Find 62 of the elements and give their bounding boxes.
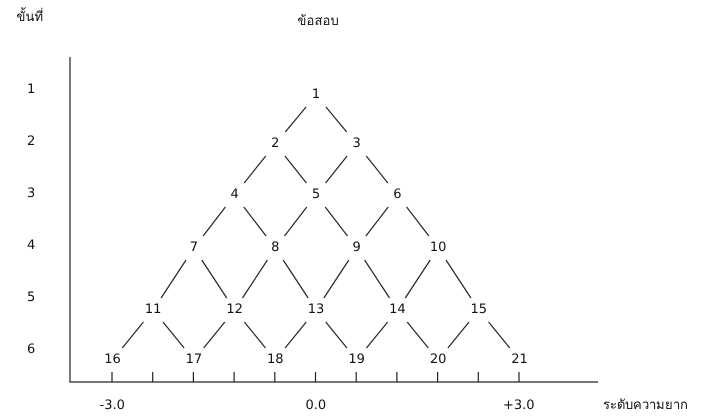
- step-number: 6: [27, 342, 36, 358]
- connector-line: [326, 106, 348, 132]
- connector-line: [284, 156, 307, 184]
- connector-line: [243, 206, 267, 236]
- connector-line: [445, 260, 472, 298]
- connector-line: [162, 322, 185, 348]
- connector-line: [201, 260, 228, 298]
- item-number: 3: [352, 136, 361, 151]
- step-number: 2: [27, 134, 36, 150]
- connector-line: [324, 206, 348, 236]
- connector-line: [366, 322, 388, 348]
- item-number: 14: [389, 302, 406, 317]
- item-number: 2: [271, 136, 280, 151]
- step-number: 5: [27, 290, 36, 306]
- connector-line: [122, 322, 144, 348]
- tick-label: +3.0: [503, 398, 535, 414]
- connector-line: [404, 260, 431, 298]
- item-number: 10: [430, 240, 446, 255]
- step-number: 1: [27, 82, 36, 98]
- item-number: 6: [393, 187, 402, 202]
- connector-line: [244, 156, 266, 184]
- connector-line: [242, 260, 268, 298]
- connector-line: [284, 322, 307, 348]
- connector-line: [325, 322, 348, 348]
- tick-label: 0.0: [306, 398, 326, 414]
- item-number: 5: [312, 187, 320, 202]
- connector-line: [406, 206, 430, 236]
- connector-line: [365, 206, 389, 236]
- item-number: 16: [104, 352, 121, 367]
- item-number: 13: [308, 302, 324, 317]
- item-number: 11: [144, 302, 162, 317]
- connector-line: [447, 322, 470, 348]
- connector-line: [366, 156, 388, 184]
- item-number: 8: [271, 240, 280, 255]
- connector-line: [203, 322, 226, 348]
- connector-line: [202, 206, 226, 236]
- item-number: 12: [226, 302, 243, 317]
- connector-line: [488, 322, 510, 348]
- item-number: 7: [190, 240, 198, 255]
- connector-line: [284, 206, 308, 236]
- item-number: 20: [430, 352, 446, 367]
- connector-line: [160, 260, 187, 298]
- connector-line: [364, 260, 390, 298]
- item-number: 4: [230, 187, 239, 202]
- connector-line: [282, 260, 309, 298]
- item-number: 15: [470, 302, 488, 317]
- step-number: 3: [27, 186, 36, 202]
- connector-line: [244, 322, 266, 348]
- tick-label: -3.0: [100, 398, 125, 414]
- item-number: 9: [352, 240, 361, 255]
- axis-title: ระดับความยาก: [603, 398, 688, 414]
- item-number: 18: [267, 352, 284, 367]
- item-number: 17: [186, 352, 202, 367]
- step-number: 4: [27, 238, 36, 254]
- connector-line: [406, 322, 429, 348]
- title: ข้อสอบ: [298, 14, 338, 30]
- connector-line: [323, 260, 350, 298]
- item-number: 21: [511, 352, 528, 367]
- item-number: 1: [312, 87, 320, 102]
- connector-line: [284, 106, 306, 132]
- connector-line: [325, 156, 348, 184]
- item-number: 19: [348, 352, 365, 367]
